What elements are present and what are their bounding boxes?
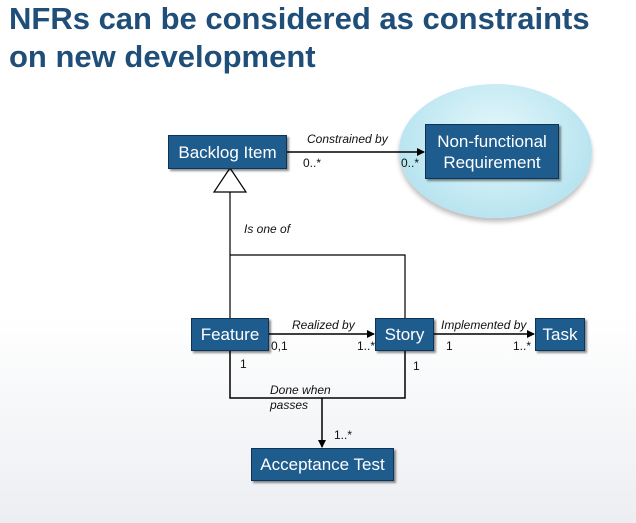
nfr-label-line-1: Non-functional [437,131,547,151]
story-done-multiplicity: 1 [413,359,420,373]
is-one-of-label: Is one of [244,222,291,236]
generalization-triangle [212,166,248,193]
feature-label: Feature [200,325,260,344]
task-implemented-multiplicity: 1..* [513,339,532,353]
implemented-by-label: Implemented by [441,318,527,332]
nfr-box: Non-functional Requirement [425,124,559,179]
constrained-by-label: Constrained by [307,132,388,146]
feature-realized-multiplicity: 0,1 [271,339,288,353]
done-when-connector [229,350,406,399]
acceptance-test-label: Acceptance Test [260,455,385,474]
task-label: Task [542,325,578,344]
backlog-constrained-multiplicity: 0..* [303,156,322,170]
title-line-1: NFRs can be considered as constraints [9,1,590,36]
nfr-constrained-multiplicity: 0..* [401,156,420,170]
acceptance-test-box: Acceptance Test [251,448,394,481]
is-one-of-branch-connector [230,254,406,318]
nfr-label-line-2: Requirement [443,152,541,172]
story-label: Story [384,325,425,344]
slide-title: NFRs can be considered as constraints on… [9,0,590,76]
story-realized-multiplicity: 1..* [357,339,376,353]
story-implemented-multiplicity: 1 [446,339,453,353]
realized-by-label: Realized by [292,318,355,332]
title-line-2: on new development [9,39,316,74]
done-when-passes-label: Done when passes [270,383,331,412]
story-box: Story [375,318,434,351]
backlog-item-label: Backlog Item [178,142,277,162]
feature-box: Feature [191,318,269,351]
feature-done-multiplicity: 1 [240,357,247,371]
task-box: Task [535,318,585,351]
acceptance-done-multiplicity: 1..* [334,428,353,442]
backlog-item-box: Backlog Item [168,135,287,169]
